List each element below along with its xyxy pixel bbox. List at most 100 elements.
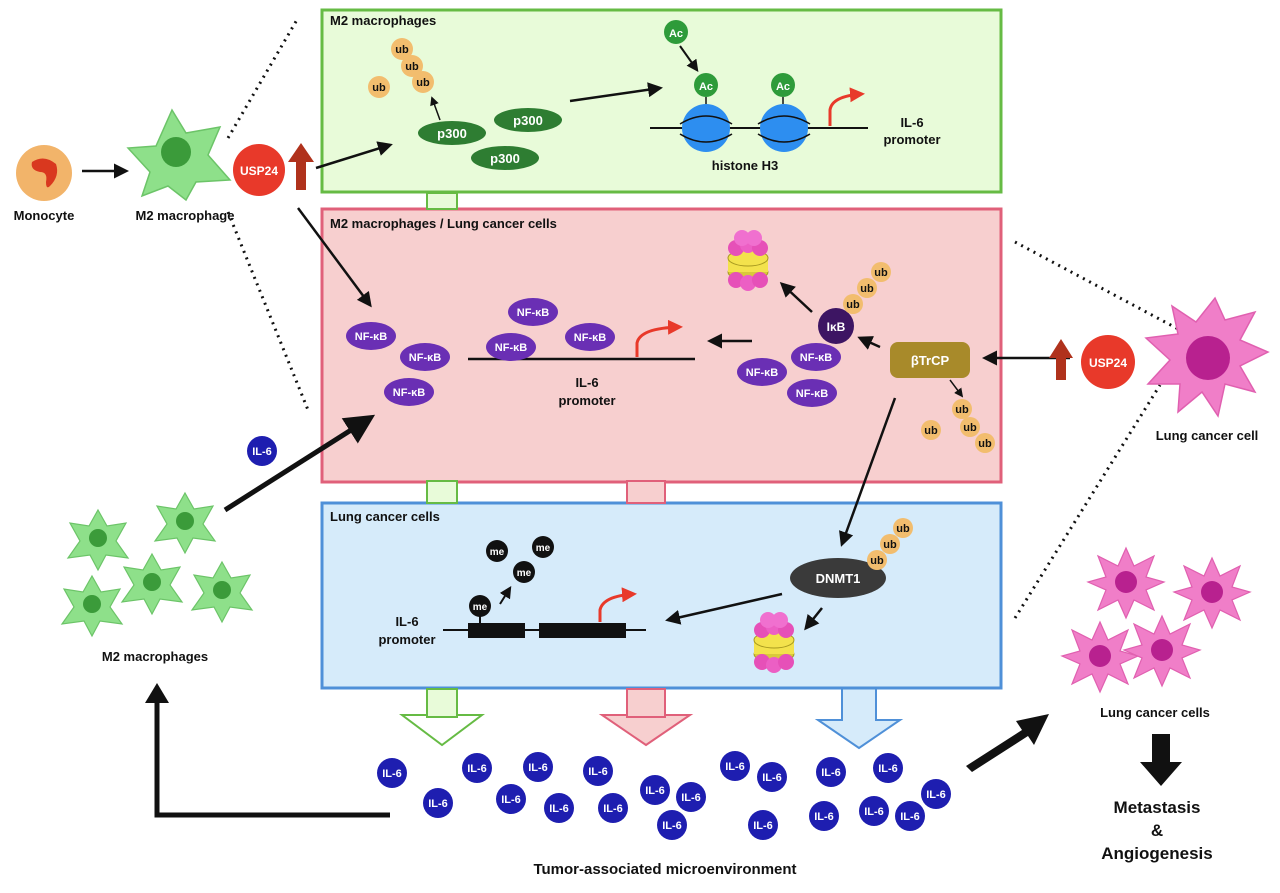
usp24-label-right: USP24 [1089,356,1127,370]
arrow-to-cancer-cells [966,714,1049,772]
svg-text:IL-6: IL-6 [395,614,418,629]
svg-text:NF-κB: NF-κB [517,307,549,319]
ubiquitin-chain-dnmt1: ub ub ub [867,518,913,570]
svg-text:p300: p300 [437,126,467,141]
svg-text:IL-6: IL-6 [501,794,521,806]
svg-text:IL-6: IL-6 [900,811,920,823]
nfkb-cluster-left: NF-κB NF-κB NF-κB [346,322,450,406]
svg-text:IL-6: IL-6 [662,820,682,832]
m2-macrophage-label: M2 macrophage [136,208,235,223]
svg-text:promoter: promoter [378,632,435,647]
arrow-to-outcome [1140,734,1182,786]
svg-text:me: me [473,602,488,613]
svg-text:me: me [517,568,532,579]
panel-title-bottom: Lung cancer cells [330,509,440,524]
nfkb-ikb-complex: NF-κB NF-κB NF-κB IκB [737,308,854,407]
dnmt1-node: DNMT1 [790,558,886,598]
svg-text:promoter: promoter [558,393,615,408]
svg-text:IL-6: IL-6 [575,375,598,390]
il6-promoter-middle: NF-κB NF-κB NF-κB IL-6 promoter [468,298,695,408]
histone-label: histone H3 [712,158,778,173]
transcription-arrow-middle [635,319,683,357]
svg-text:IL-6: IL-6 [528,762,548,774]
il6-secreted: IL-6 [247,436,277,466]
usp24-node-left: USP24 [233,144,285,196]
svg-text:IL-6: IL-6 [878,763,898,775]
p300-group: p300 p300 p300 [418,108,562,170]
svg-text:NF-κB: NF-κB [355,331,387,343]
svg-text:IL-6: IL-6 [252,446,272,458]
svg-text:me: me [536,543,551,554]
ubiquitin-chain-ikb: ub ub ub [843,262,891,314]
svg-text:NF-κB: NF-κB [746,367,778,379]
svg-text:IL-6: IL-6 [603,803,623,815]
panel-m2-macrophages [320,8,1003,194]
svg-text:promoter: promoter [883,132,940,147]
metastasis-label: Metastasis [1114,798,1201,817]
svg-text:IL-6: IL-6 [725,761,745,773]
m2-macrophage-cluster [60,491,254,638]
svg-text:IL-6: IL-6 [864,806,884,818]
usp24-label-left: USP24 [240,164,278,178]
svg-text:p300: p300 [513,113,543,128]
svg-text:IL-6: IL-6 [467,763,487,775]
zoom-lines [226,17,1181,619]
svg-text:ub: ub [955,404,969,416]
svg-text:Ac: Ac [669,28,683,40]
amp-label: & [1151,821,1163,840]
angiogenesis-label: Angiogenesis [1101,844,1212,863]
feedback-arrow [154,700,390,818]
svg-text:ub: ub [896,523,910,535]
ubiquitin-chain-btrcp: ub ub ub ub [921,399,995,453]
svg-text:IL-6: IL-6 [681,792,701,804]
panel-lung-cancer-cells [320,501,1003,690]
svg-text:IL-6: IL-6 [762,772,782,784]
svg-text:NF-κB: NF-κB [574,332,606,344]
svg-text:IL-6: IL-6 [645,785,665,797]
svg-text:ub: ub [978,438,992,450]
svg-text:ub: ub [846,299,860,311]
lung-cancer-cell-label: Lung cancer cell [1156,428,1259,443]
monocyte-cell [16,145,72,201]
svg-text:IL-6: IL-6 [428,798,448,810]
svg-text:DNMT1: DNMT1 [816,571,861,586]
transcription-arrow-top [828,87,865,126]
panel-title-middle: M2 macrophages / Lung cancer cells [330,216,557,231]
histone-h3-nucleosomes: Ac Ac Ac [650,20,868,152]
ubiquitin-chain-top: ub ub ub ub [368,38,434,98]
svg-text:Ac: Ac [699,81,713,93]
btrcp-node: βTrCP [890,342,970,378]
svg-text:IL-6: IL-6 [900,115,923,130]
lung-cancer-cell [1144,296,1270,418]
svg-text:ub: ub [963,422,977,434]
panel-title-top: M2 macrophages [330,13,436,28]
up-arrow-icon-right [1049,339,1073,380]
lung-cancer-cells-label: Lung cancer cells [1100,705,1210,720]
svg-text:IL-6: IL-6 [814,811,834,823]
svg-text:ub: ub [395,44,409,56]
svg-text:ub: ub [883,539,897,551]
svg-text:Ac: Ac [776,81,790,93]
up-arrow-icon [288,143,314,190]
svg-text:ub: ub [416,77,430,89]
svg-text:NF-κB: NF-κB [800,352,832,364]
svg-text:NF-κB: NF-κB [409,352,441,364]
transcription-arrow-bottom [598,587,637,622]
lung-cancer-cell-cluster [1060,546,1252,694]
svg-text:IL-6: IL-6 [549,803,569,815]
il6-pool: IL-6 IL-6 IL-6 IL-6 IL-6 IL-6 IL-6 IL-6 … [377,751,951,840]
svg-text:ub: ub [874,267,888,279]
usp24-node-right: USP24 [1081,335,1135,389]
svg-text:IL-6: IL-6 [382,768,402,780]
svg-text:me: me [490,547,505,558]
svg-text:IL-6: IL-6 [821,767,841,779]
svg-text:ub: ub [860,283,874,295]
svg-text:ub: ub [870,555,884,567]
svg-text:NF-κB: NF-κB [796,388,828,400]
svg-text:NF-κB: NF-κB [393,387,425,399]
svg-text:IL-6: IL-6 [588,766,608,778]
svg-text:IL-6: IL-6 [753,820,773,832]
m2-macrophages-label: M2 macrophages [102,649,208,664]
svg-text:ub: ub [372,82,386,94]
